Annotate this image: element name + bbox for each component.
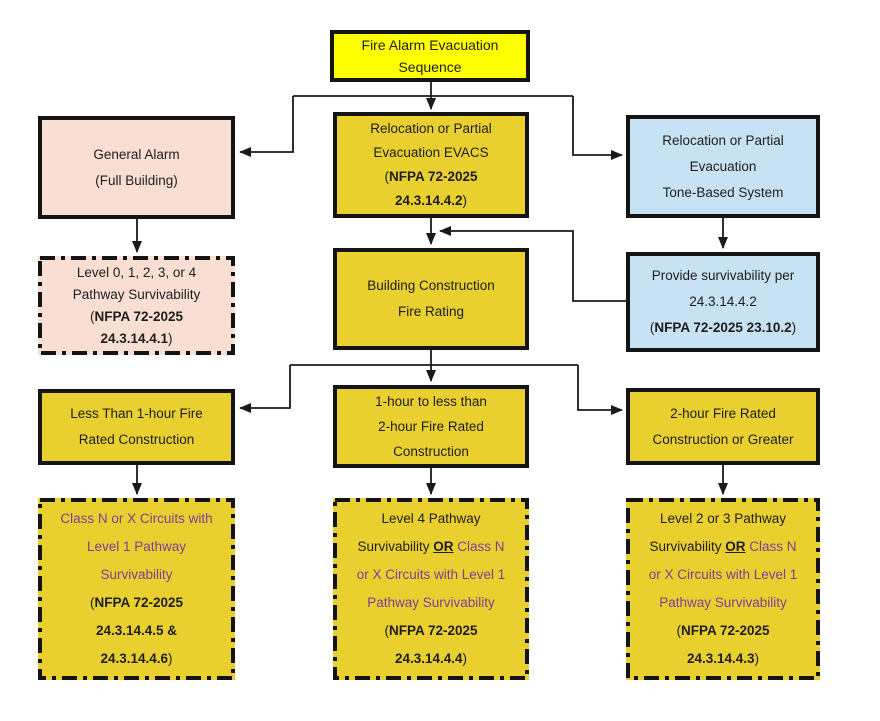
node-general-alarm: General Alarm(Full Building) xyxy=(38,116,235,219)
edge-title-to-general-alarm xyxy=(239,96,294,157)
edge-building-to-2hr-greater xyxy=(577,365,623,415)
edge-title-to-tone-based xyxy=(572,96,623,160)
edge-building-to-less-1hr xyxy=(239,365,291,413)
